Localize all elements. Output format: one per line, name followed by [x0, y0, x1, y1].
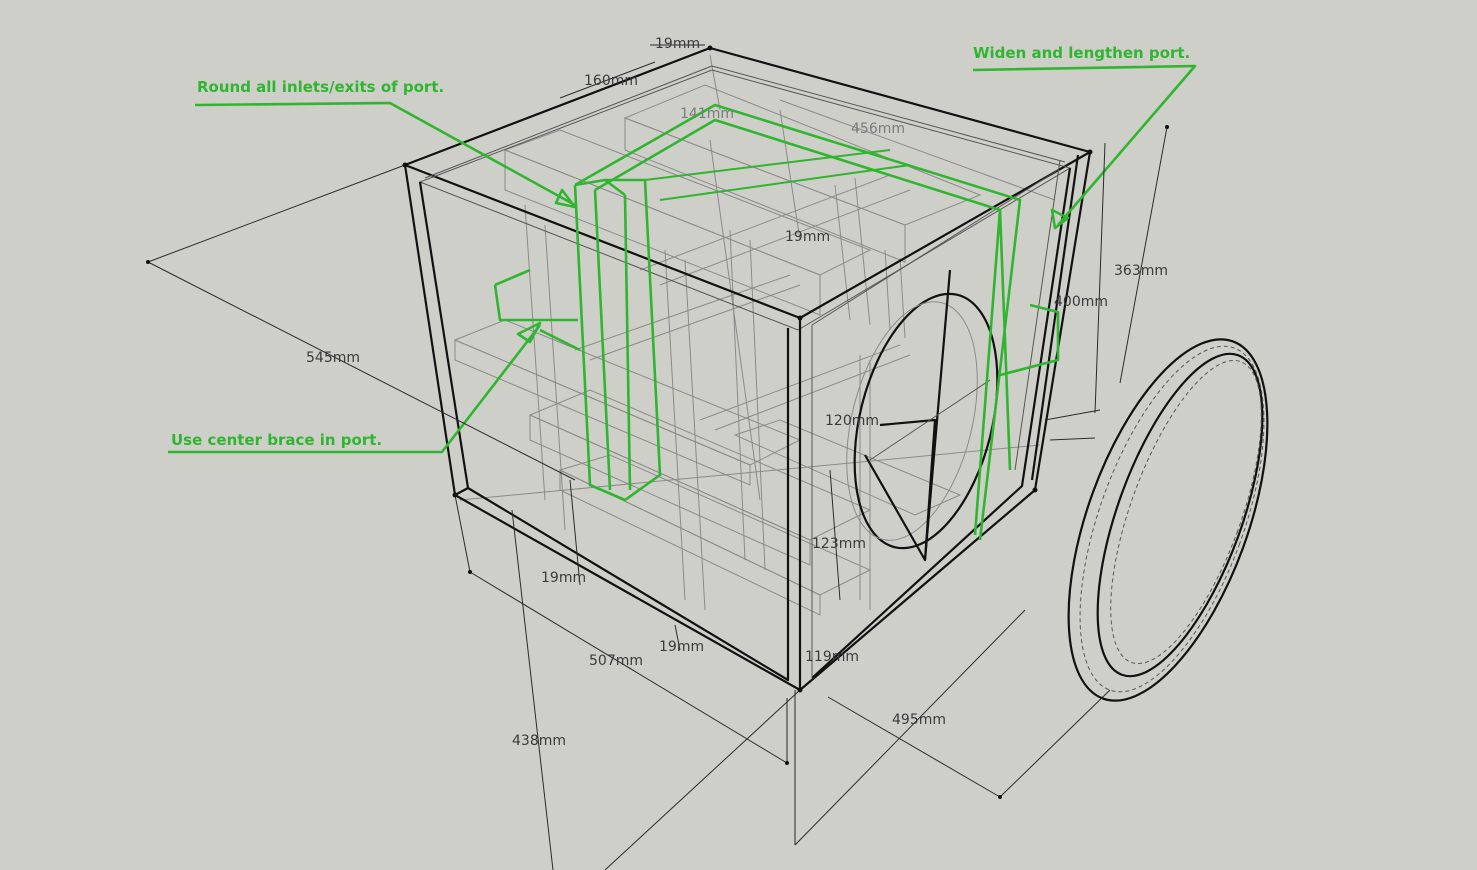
dim-19mm-mid: 19mm — [785, 229, 830, 245]
dimension-lines — [147, 44, 1168, 870]
dim-456mm: 456mm — [851, 121, 905, 137]
dim-495mm: 495mm — [892, 712, 946, 728]
dim-545mm: 545mm — [306, 350, 360, 366]
dim-141mm: 141mm — [680, 106, 734, 122]
dim-19mm-bottom-left: 19mm — [541, 570, 586, 586]
interior-bracing — [453, 54, 1056, 616]
vertex-markers — [146, 45, 1169, 799]
dimension-labels: 19mm 160mm 141mm 456mm 19mm 545mm 363mm … — [306, 36, 1168, 749]
baffle-ring — [1067, 338, 1269, 702]
dim-119mm: 119mm — [805, 649, 859, 665]
dim-438mm: 438mm — [512, 733, 566, 749]
note-center-brace: Use center brace in port. — [171, 431, 382, 449]
annotation-notes: Round all inlets/exits of port. Widen an… — [171, 44, 1190, 449]
dim-160mm: 160mm — [584, 73, 638, 89]
dim-400mm: 400mm — [1054, 294, 1108, 310]
dim-363mm: 363mm — [1114, 263, 1168, 279]
driver-cutout — [846, 269, 999, 562]
dim-507mm: 507mm — [589, 653, 643, 669]
note-round-inlets: Round all inlets/exits of port. — [197, 78, 444, 96]
dim-19mm-top: 19mm — [655, 36, 700, 52]
dim-19mm-bottom-mid: 19mm — [659, 639, 704, 655]
port-highlight — [573, 103, 1060, 541]
note-widen-port: Widen and lengthen port. — [973, 44, 1190, 62]
dim-120mm: 120mm — [825, 413, 879, 429]
dim-123mm: 123mm — [812, 536, 866, 552]
